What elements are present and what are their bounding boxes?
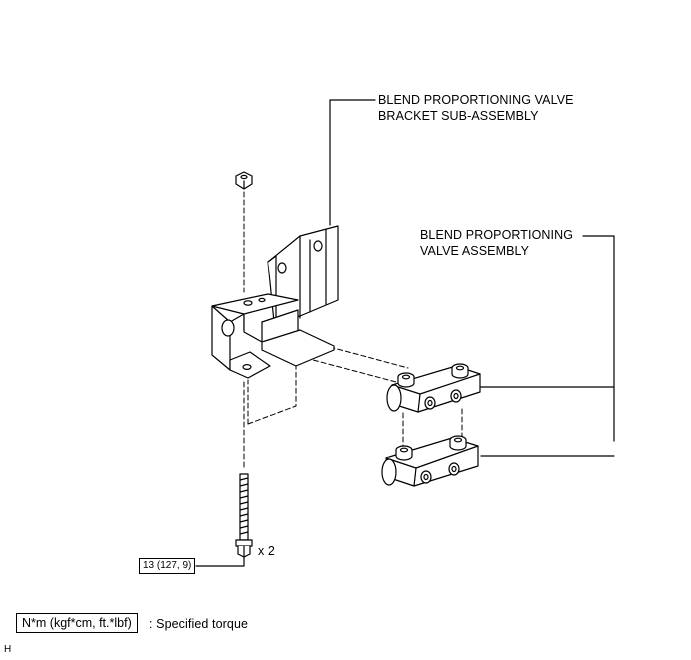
proportioning-valve-lower-icon — [381, 435, 479, 487]
bolt-quantity: x 2 — [258, 544, 275, 558]
alignment-lines — [243, 191, 463, 469]
valve-label-line1: BLEND PROPORTIONING — [420, 228, 574, 242]
valve-label-line2: VALVE ASSEMBLY — [420, 244, 530, 258]
bracket-label-line2: BRACKET SUB-ASSEMBLY — [378, 109, 539, 123]
valve-bracket-icon — [211, 225, 339, 379]
legend-torque-units: N*m (kgf*cm, ft.*lbf) — [16, 613, 138, 633]
flange-bolt-icon — [235, 473, 253, 558]
flange-nut-icon — [235, 171, 253, 190]
proportioning-valve-upper-icon — [386, 363, 481, 413]
torque-leader — [195, 556, 245, 567]
torque-spec-box: 13 (127, 9) — [139, 558, 196, 574]
bracket-label-line1: BLEND PROPORTIONING VALVE — [378, 93, 574, 107]
legend-description: : Specified torque — [149, 617, 249, 631]
figure-code: H — [4, 644, 12, 655]
leader-lines — [329, 99, 615, 457]
